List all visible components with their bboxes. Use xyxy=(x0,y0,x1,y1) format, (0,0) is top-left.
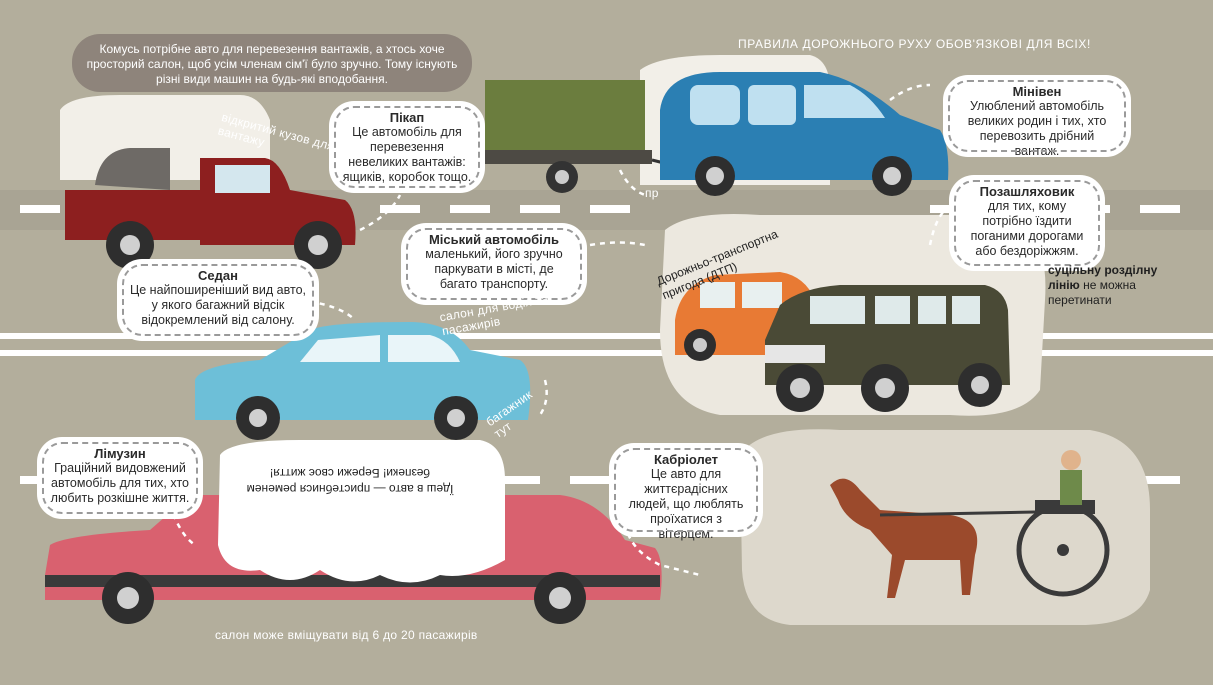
solid-line-note: суцільну розділну лінію не можна перетин… xyxy=(1048,263,1160,308)
minivan-illustration xyxy=(660,72,949,196)
cabriolet-title: Кабріолет xyxy=(653,452,719,467)
minivan-text: Улюблений автомобіль великих родин і тих… xyxy=(967,99,1107,158)
minivan-bubble: Мінівен Улюблений автомобіль великих род… xyxy=(946,78,1128,158)
solid-line-bold: суцільну розділну лінію xyxy=(1048,263,1158,292)
offroad-bubble: Позашляховик для тих, кому потрібно їзди… xyxy=(952,178,1102,268)
sedan-illustration xyxy=(195,322,531,440)
pickup-text: Це автомобіль для перевезення невеликих … xyxy=(342,125,472,184)
minivan-title: Мінівен xyxy=(1012,84,1062,99)
offroad-text: для тих, кому потрібно їздити поганими д… xyxy=(970,199,1084,258)
trailer xyxy=(480,80,673,193)
solid-line-1 xyxy=(0,333,1213,339)
sedan-title: Седан xyxy=(198,268,238,283)
limousine-label: салон може вміщувати від 6 до 20 пасажир… xyxy=(215,628,478,642)
city-car-bubble: Міський автомобіль маленький, його зручн… xyxy=(404,226,584,302)
seatbelt-warning: Їдеш в авто — пристебнися ременем безпек… xyxy=(246,466,454,496)
limousine-bubble: Лімузин Граційний видовжений автомобіль … xyxy=(40,440,200,516)
solid-line-rest: не можна перетинати xyxy=(1048,278,1136,307)
offroad-illustration xyxy=(765,285,1010,412)
trailer-label: пр xyxy=(645,186,659,200)
city-car-title: Міський автомобіль xyxy=(428,232,560,247)
intro-text: Комусь потрібне авто для перевезення ван… xyxy=(72,34,472,92)
horse-carriage-illustration xyxy=(830,450,1110,598)
pickup-illustration xyxy=(65,148,356,269)
sedan-text: Це найпоширеніший вид авто, у якого бага… xyxy=(130,283,307,327)
pickup-title: Пікап xyxy=(389,110,425,125)
limousine-text: Граційний видовжений автомобіль для тих,… xyxy=(50,461,190,505)
pickup-bubble: Пікап Це автомобіль для перевезення неве… xyxy=(332,104,482,190)
page-title: ПРАВИЛА ДОРОЖНЬОГО РУХУ ОБОВ'ЯЗКОВІ ДЛЯ … xyxy=(738,37,1091,51)
offroad-title: Позашляховик xyxy=(979,184,1075,199)
seatbelt-cloud xyxy=(218,440,505,583)
cabriolet-bubble: Кабріолет Це авто для життєрадісних люде… xyxy=(612,446,760,541)
sedan-bubble: Седан Це найпоширеніший вид авто, у яког… xyxy=(120,262,316,338)
limousine-title: Лімузин xyxy=(94,446,146,461)
cabriolet-text: Це авто для життєрадісних людей, що любл… xyxy=(628,467,744,541)
city-car-text: маленький, його зручно паркувати в місті… xyxy=(425,247,563,291)
solid-line-2 xyxy=(0,350,1213,356)
